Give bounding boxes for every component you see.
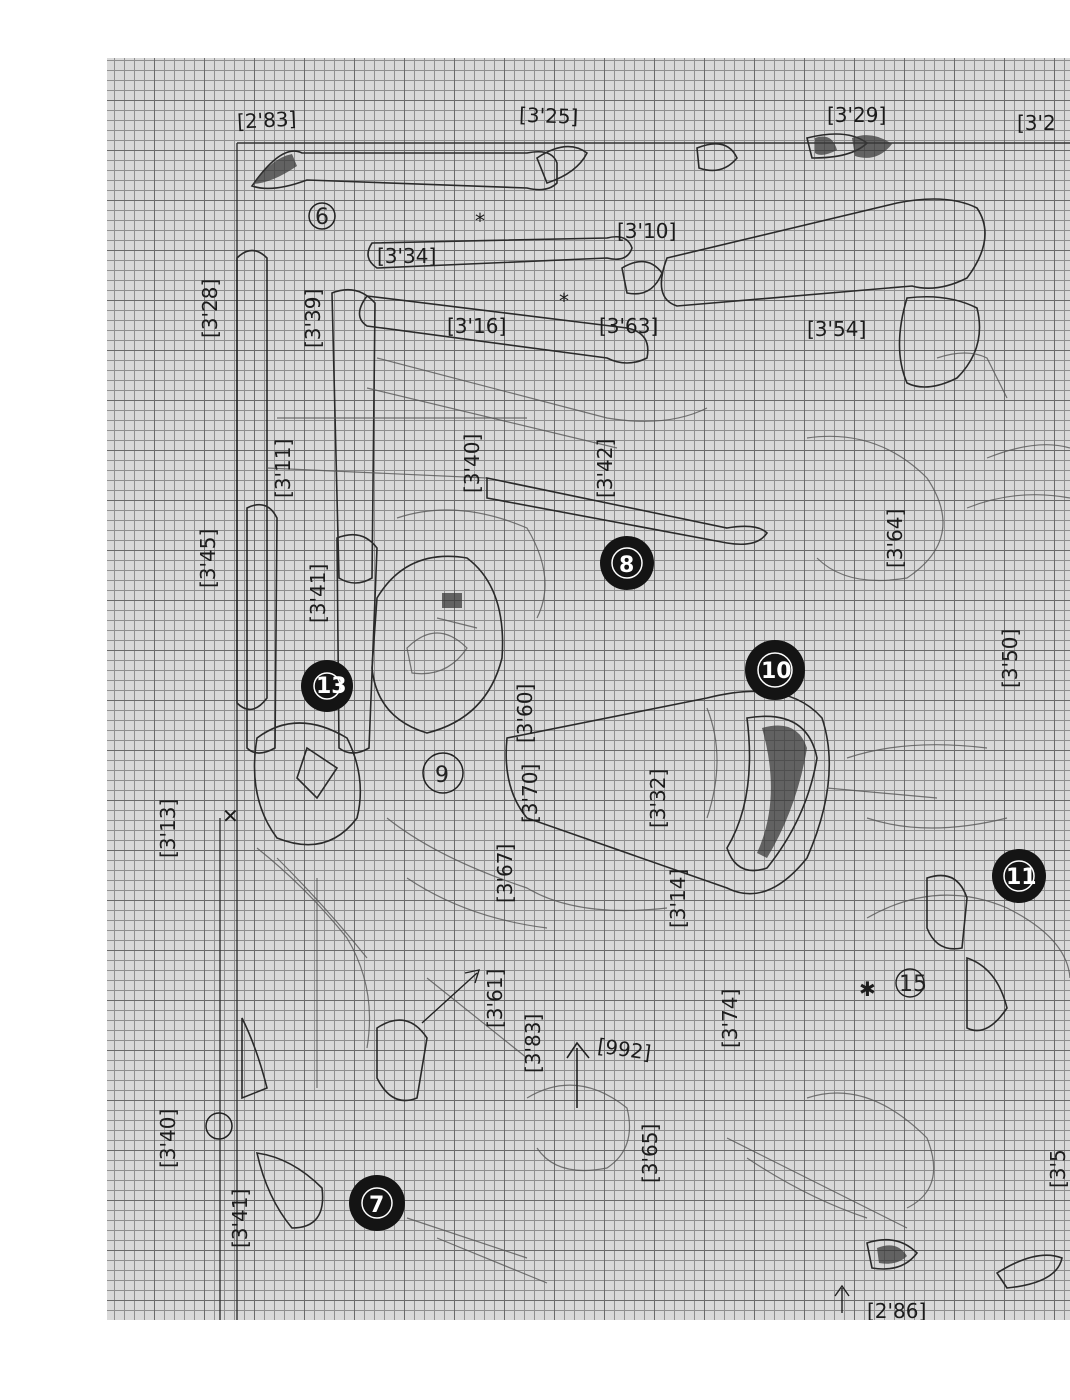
elevation-label: [3'32] xyxy=(646,769,670,828)
elevation-label: [3'42] xyxy=(593,439,617,498)
svg-text:6: 6 xyxy=(315,205,329,230)
elevation-label: [3'60] xyxy=(513,684,537,743)
elevation-label: [3'54] xyxy=(807,317,866,341)
elevation-label: [3'14] xyxy=(666,869,690,928)
elevation-label: [3'74] xyxy=(718,989,742,1048)
elevation-label: [3'11] xyxy=(271,439,295,498)
skeleton-marker-10: 10 xyxy=(745,640,805,700)
svg-text:10: 10 xyxy=(761,659,792,684)
skeleton-markers: 6 8 10 13 9 xyxy=(301,202,1046,1231)
svg-text:13: 13 xyxy=(316,674,347,699)
elevation-label: [3'25] xyxy=(519,103,579,129)
elevation-label: [3'39] xyxy=(301,289,325,348)
elevation-label: [3'28] xyxy=(198,279,222,338)
elevation-label: [3'40] xyxy=(460,434,484,493)
elevation-label: [3'5 xyxy=(1046,1149,1070,1188)
elevation-label: [3'67] xyxy=(493,844,517,903)
elevation-label: [3'70] xyxy=(518,764,542,823)
cross-marker: ✕ xyxy=(222,804,239,828)
elevation-label: [2'83] xyxy=(236,107,296,134)
arrow-icon xyxy=(566,1041,590,1108)
elevation-label: [3'61] xyxy=(483,969,507,1028)
svg-text:7: 7 xyxy=(369,1193,384,1218)
datum-point-icon xyxy=(205,1112,233,1140)
svg-text:9: 9 xyxy=(435,763,449,788)
skeleton-6-bones xyxy=(250,133,1008,399)
skeleton-8-bones xyxy=(366,357,1070,582)
skeleton-9-bones xyxy=(371,509,668,1102)
svg-text:8: 8 xyxy=(619,553,634,578)
elevation-label: [3'64] xyxy=(883,509,907,568)
skeleton-marker-13: 13 xyxy=(301,660,353,712)
elevation-label: [3'29] xyxy=(827,103,886,127)
elevation-label: [3'65] xyxy=(638,1124,662,1183)
skeleton-10-bones xyxy=(505,690,1008,895)
svg-text:✱: ✱ xyxy=(859,977,876,1001)
skeleton-marker-8: 8 xyxy=(600,536,654,590)
elevation-label: [3'41] xyxy=(228,1189,252,1248)
survey-symbols: ✕ xyxy=(205,804,850,1313)
elevation-label: [3'63] xyxy=(599,314,658,338)
elevation-label: [3'34] xyxy=(377,244,436,268)
elevation-label: [3'83] xyxy=(521,1014,545,1073)
arrow-icon xyxy=(421,969,481,1024)
elevation-label: [2'86] xyxy=(867,1299,926,1320)
skeleton-marker-15: ✱ 15 xyxy=(859,968,927,1001)
elevation-label: [3'16] xyxy=(447,314,506,338)
elevation-label: [3'13] xyxy=(156,799,180,858)
elevation-label: [3'45] xyxy=(196,529,220,588)
skeleton-marker-7: 7 xyxy=(349,1175,405,1231)
skeleton-marker-11: 11 xyxy=(992,849,1046,903)
skeleton-marker-6: 6 xyxy=(308,202,336,230)
star-marker: * xyxy=(475,209,485,233)
elevation-label: [3'50] xyxy=(998,629,1022,688)
svg-text:15: 15 xyxy=(899,972,927,997)
graph-paper-sheet: [2'83] [3'25] [3'29] [3'2 [3'34] * [3'10… xyxy=(107,58,1070,1320)
measurement-labels: [2'83] [3'25] [3'29] [3'2 [3'34] * [3'10… xyxy=(156,103,1070,1320)
svg-text:11: 11 xyxy=(1006,865,1037,890)
north-arrow-icon xyxy=(834,1284,850,1313)
skeleton-11-bones xyxy=(406,874,1070,1289)
elevation-label: [992] xyxy=(596,1034,653,1065)
skeleton-13-bones xyxy=(236,249,527,1229)
elevation-label: [3'2 xyxy=(1017,111,1056,135)
elevation-label: [3'10] xyxy=(617,219,676,243)
skeleton-marker-9: 9 xyxy=(422,752,464,794)
star-marker: * xyxy=(559,289,569,313)
elevation-label: [3'41] xyxy=(306,564,330,623)
excavation-drawing: [2'83] [3'25] [3'29] [3'2 [3'34] * [3'10… xyxy=(156,103,1070,1320)
elevation-label: [3'40] xyxy=(156,1109,180,1168)
